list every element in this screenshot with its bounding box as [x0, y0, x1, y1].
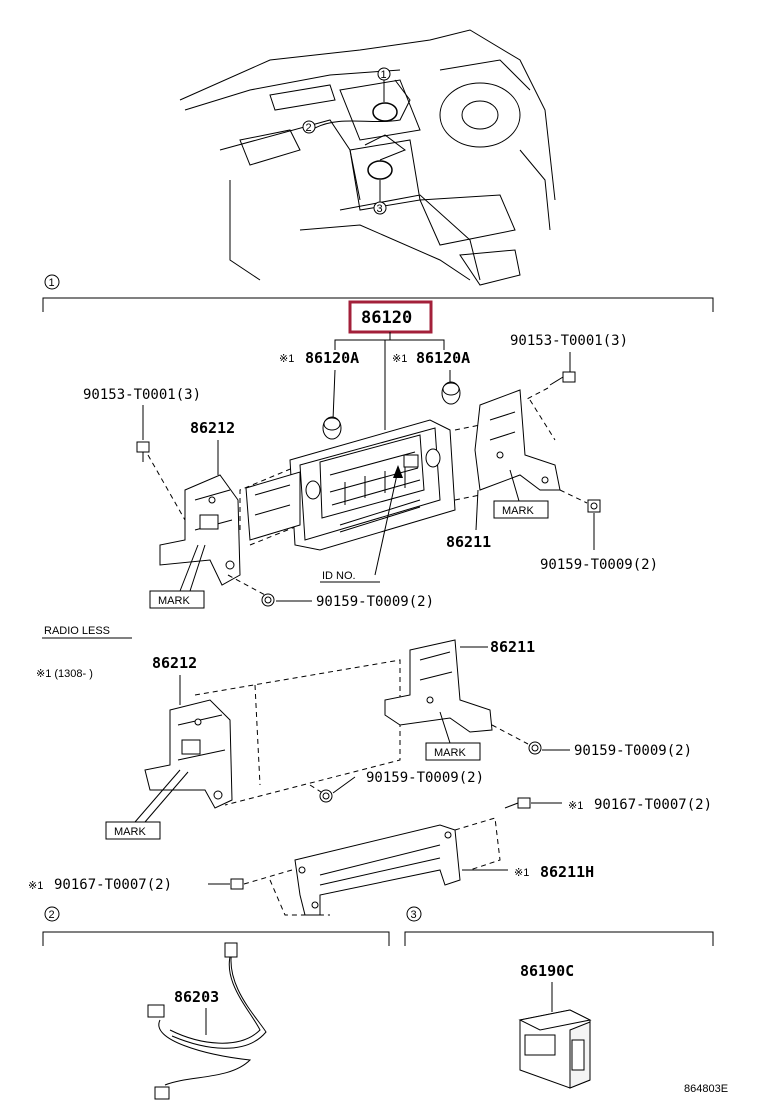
- rl-mark-left: MARK: [114, 826, 146, 838]
- bar-86211H: [294, 824, 461, 916]
- overview-callout-1: 1: [381, 69, 387, 81]
- part-86203-label[interactable]: 86203: [174, 988, 219, 1006]
- rl-part-86211-label[interactable]: 86211: [490, 638, 535, 656]
- section-3-frame: [404, 931, 714, 946]
- screw-90159-right-label[interactable]: 90159-T0009(2): [540, 557, 658, 573]
- screw-90153-left: [136, 441, 150, 462]
- mark-box-left: [149, 590, 205, 609]
- knob-86120A-left: [322, 416, 342, 440]
- rl-mark-box-right: [425, 742, 481, 761]
- dashboard-overview-illustration: 1 2 3: [179, 29, 556, 286]
- bracket-86212: [159, 474, 241, 586]
- rl-screw-90167-right-label[interactable]: 90167-T0007(2): [594, 797, 712, 813]
- rl-bracket-86212: [144, 699, 233, 809]
- rl-mark-box-left: [105, 821, 161, 840]
- mark-box-right: [493, 500, 549, 519]
- section-2-marker: [44, 906, 60, 922]
- rl-screw-90159-right-label[interactable]: 90159-T0009(2): [574, 743, 692, 759]
- part-86190C-label[interactable]: 86190C: [520, 962, 574, 980]
- screw-90153-right-label[interactable]: 90153-T0001(3): [510, 333, 628, 349]
- section-2-frame: [42, 931, 390, 946]
- usb-module-86190C: [518, 1009, 592, 1089]
- radio-unit-86120: [239, 419, 456, 551]
- rl-mark-right: MARK: [434, 747, 466, 759]
- rl-screw-90167-right: [504, 797, 531, 809]
- rl-screw-90167-left-label[interactable]: 90167-T0007(2): [54, 877, 172, 893]
- radio-less-title: RADIO LESS: [44, 625, 110, 637]
- part-86212-label[interactable]: 86212: [190, 419, 235, 437]
- rl-star-1: ※1: [568, 800, 583, 812]
- rl-bracket-86211: [384, 639, 493, 733]
- rl-star-3: ※1: [28, 880, 43, 892]
- rl-part-86212-label[interactable]: 86212: [152, 654, 197, 672]
- rl-star-2: ※1: [514, 867, 529, 879]
- section-3-label: 3: [411, 909, 417, 921]
- wire-harness-86203: [147, 942, 267, 1100]
- radio-less-note: ※1 (1308- ): [36, 668, 93, 680]
- section-1-marker: [44, 274, 60, 290]
- overview-callout-2: 2: [306, 122, 312, 134]
- rl-screw-90159-center-label[interactable]: 90159-T0009(2): [366, 770, 484, 786]
- rl-screw-90159-center: [319, 789, 333, 803]
- section-3-marker: [406, 906, 422, 922]
- rl-screw-90167-left: [230, 878, 244, 890]
- section-1-label: 1: [49, 277, 55, 289]
- id-no-label: ID NO.: [322, 570, 356, 582]
- star-note-left: ※1: [279, 353, 294, 365]
- figure-id: 864803E: [684, 1083, 728, 1095]
- screw-90159-bottom-label[interactable]: 90159-T0009(2): [316, 594, 434, 610]
- screw-90153-right: [549, 371, 576, 386]
- mark-right: MARK: [502, 505, 534, 517]
- overview-callout-3: 3: [377, 203, 383, 215]
- screw-90153-left-label[interactable]: 90153-T0001(3): [83, 387, 201, 403]
- part-86120-highlight[interactable]: [348, 300, 433, 334]
- rl-part-86211H-label[interactable]: 86211H: [540, 863, 594, 881]
- section-2-label: 2: [49, 909, 55, 921]
- mark-left: MARK: [158, 595, 190, 607]
- screw-90159-right: [587, 499, 601, 513]
- screw-90159-bottom: [261, 593, 275, 607]
- part-86120-label[interactable]: 86120: [361, 308, 412, 328]
- knob-86120A-right: [441, 381, 461, 405]
- star-note-right: ※1: [392, 353, 407, 365]
- rl-screw-90159-right: [528, 741, 542, 755]
- part-86120A-right-label[interactable]: 86120A: [416, 349, 470, 367]
- part-86211-label[interactable]: 86211: [446, 533, 491, 551]
- section-1-frame: [42, 297, 714, 312]
- bracket-86211: [474, 389, 561, 491]
- part-86120A-left-label[interactable]: 86120A: [305, 349, 359, 367]
